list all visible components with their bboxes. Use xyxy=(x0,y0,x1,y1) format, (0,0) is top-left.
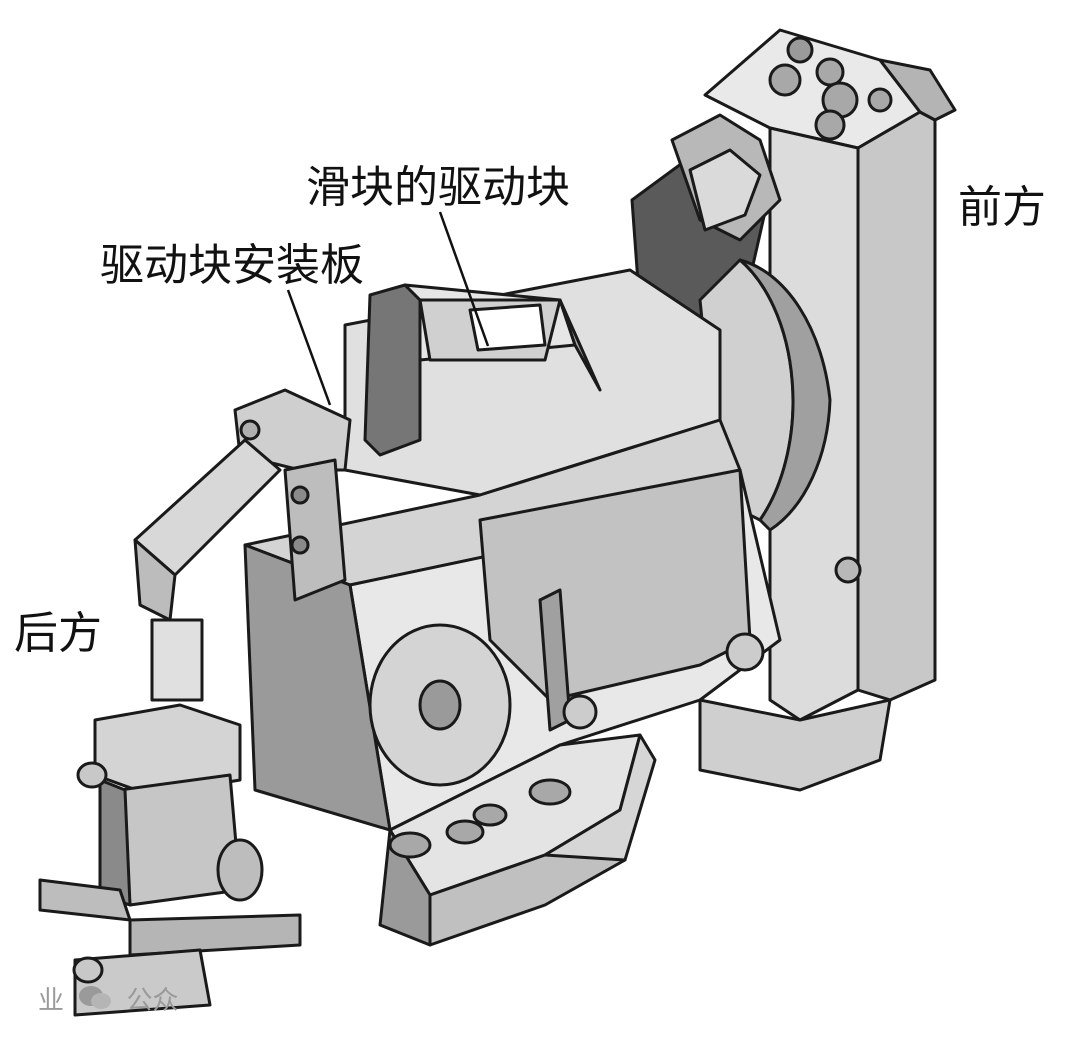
label-drive-block-mounting-plate: 驱动块安装板 xyxy=(100,240,364,291)
right-foot xyxy=(698,698,892,792)
leader-line-mounting-plate xyxy=(286,289,332,406)
leader-lines xyxy=(286,211,490,406)
gear-disc xyxy=(368,623,512,787)
watermark-text-right: 公众 xyxy=(126,986,179,1016)
drive-block xyxy=(363,283,602,457)
watermark-text-left: 业 xyxy=(38,986,65,1016)
lower-slider xyxy=(478,468,765,732)
label-slider-drive-block: 滑块的驱动块 xyxy=(306,162,570,213)
wechat-icon xyxy=(78,984,112,1019)
leader-line-slider-drive-block xyxy=(438,211,490,347)
label-front: 前方 xyxy=(958,182,1046,233)
watermark: 业 公众 xyxy=(38,980,179,1019)
label-rear: 后方 xyxy=(14,608,102,659)
base-plate xyxy=(378,733,657,947)
mounting-plate xyxy=(233,388,352,602)
